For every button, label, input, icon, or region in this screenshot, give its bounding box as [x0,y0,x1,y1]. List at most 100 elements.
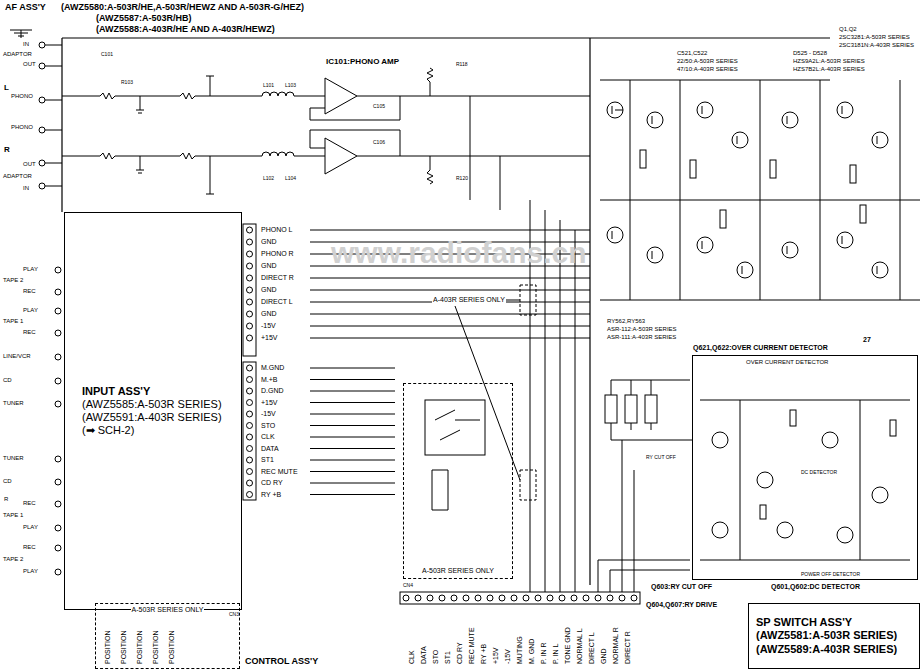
label-text: 2SC3181N:A-403R SERIES [838,42,915,49]
pin-name: STO [432,649,440,665]
label-text: ADAPTOR [2,51,33,58]
label-text: R [3,146,11,155]
label-text: D.GND [260,387,285,395]
label-text: 27 [862,336,872,344]
pin-name: TONE GND [564,626,572,665]
box-heading: SP SWITCH ASS'Y [755,616,853,629]
pin-name: +15V [492,646,500,665]
label-text: ST1 [260,456,275,464]
label-text: -15V [260,410,277,418]
box-body: (AWZ5591:A-403R SERIES) [81,411,223,424]
pin-name: -15V [504,648,512,665]
label-text: DIRECT L [260,298,294,306]
label-text: M.+B [260,376,279,384]
watermark: www.radiofans.cn [330,236,588,269]
label-text: PLAY [22,266,39,273]
label-text: +15V [260,334,279,342]
assembly-box: A-503R SERIES ONLY [403,383,513,579]
label-text: REC [22,329,37,336]
box-body: (AWZ5585:A-503R SERIES) [81,398,223,411]
label-text: GND [260,286,278,294]
label-text: CLK [260,433,276,441]
pin-name: DIRECT R [624,630,632,665]
label-text: REC [22,288,37,295]
pin-name: P. IN L [552,643,560,666]
box-heading: A-503R SERIES ONLY [131,606,205,614]
label-text: DIRECT R [260,274,295,282]
label-text: C521,C522 [676,50,708,57]
label-text: Q603:RY CUT OFF [650,583,713,591]
label-text: L103 [284,83,297,89]
label-text: GND [260,238,278,246]
label-text: Q601,Q602:DC DETECTOR [770,583,861,591]
box-body: (AWZ5589:A-403R SERIES) [755,643,898,656]
label-text: CN3 [228,612,240,618]
label-text: GND [260,262,278,270]
assembly-box: INPUT ASS'Y(AWZ5585:A-503R SERIES)(AWZ55… [64,212,242,610]
label-text: 47/10:A-403R SERIES [676,66,739,73]
label-text: CONTROL ASS'Y [244,657,319,667]
label-text: IC101:PHONO AMP [325,58,400,67]
pin-name: CLK [408,649,416,665]
label-text: L102 [262,176,275,182]
label-text: A-403R SERIES ONLY [432,296,506,304]
label-text: HZS9A2L:A-503R SERIES [792,58,866,65]
label-text: C101 [100,52,114,58]
label-text: CD RY [260,479,284,487]
label-text: -15V [260,322,277,330]
label-text: R118 [455,62,469,68]
box-heading: A-503R SERIES ONLY [421,567,495,575]
label-text: PHONO R [260,250,295,258]
pin-name: GND [600,647,608,665]
label-text: RY +B [260,491,282,499]
pin-name: MUTING [516,635,524,665]
label-text: TAPE 1 [2,318,24,325]
pin-name: ST1 [444,650,452,665]
assembly-box: SP SWITCH ASS'Y(AWZ5581:A-503R SERIES)(A… [748,603,920,669]
label-text: PLAY [22,307,39,314]
label-text: Q1,Q2 [838,26,858,33]
label-text: 2SC3281:A-503R SERIES [838,34,911,41]
pin-name: DATA [420,645,428,665]
box-body: (➡ SCH-2) [81,424,135,437]
box-body: (AWZ5581:A-503R SERIES) [755,629,898,642]
label-text: DC DETECTOR [800,470,838,476]
pin-name: DIRECT L [588,631,596,665]
label-text: PHONO [10,93,34,100]
label-text: IN [22,41,30,48]
pin-name: POSITION [104,630,112,665]
label-text: ASR-111:A-403R SERIES [606,334,677,341]
label-text: Q604,Q607:RY DRIVE [645,601,718,609]
assembly-box: OVER CURRENT DETECTOR [692,355,918,580]
label-text: +15V [260,399,279,407]
label-text: R103 [120,80,134,86]
label-text: IN [22,185,30,192]
label-text: REC MUTE [260,468,299,476]
label-text: DATA [260,445,280,453]
pin-name: NORMAL R [612,626,620,665]
label-text: PHONO L [260,226,294,234]
box-heading: INPUT ASS'Y [81,385,151,398]
label-text: TUNER [2,400,25,407]
label-text: LINE/VCR [2,353,32,360]
label-text: PHONO [10,124,34,131]
label-text: (AWZ5587:A-503R/HB) [95,14,193,24]
label-text: OUT [22,161,37,168]
pin-name: POSITION [120,630,128,665]
label-text: RY562,RY563 [606,318,646,325]
label-text: C105 [372,104,386,110]
label-text: (AWZ5580:A-503R/HE,A-503R/HEWZ AND A-503… [60,3,305,13]
label-text: (AWZ5588:A-403R/HE AND A-403R/HEWZ) [95,25,276,35]
label-text: PLAY [22,568,39,575]
label-text: ADAPTOR [2,173,33,180]
pin-name: P. IN R [540,641,548,665]
label-text: CD [2,377,13,384]
label-text: Q621,Q622:OVER CURRENT DETECTOR [692,344,829,352]
label-text: 22/50:A-503R SERIES [676,58,739,65]
label-text: L104 [284,176,297,182]
pin-name: POSITION [168,630,176,665]
label-text: D525 - D528 [792,50,828,57]
label-text: L101 [262,83,275,89]
pin-name: CD RY [456,641,464,665]
label-text: R [3,496,9,503]
